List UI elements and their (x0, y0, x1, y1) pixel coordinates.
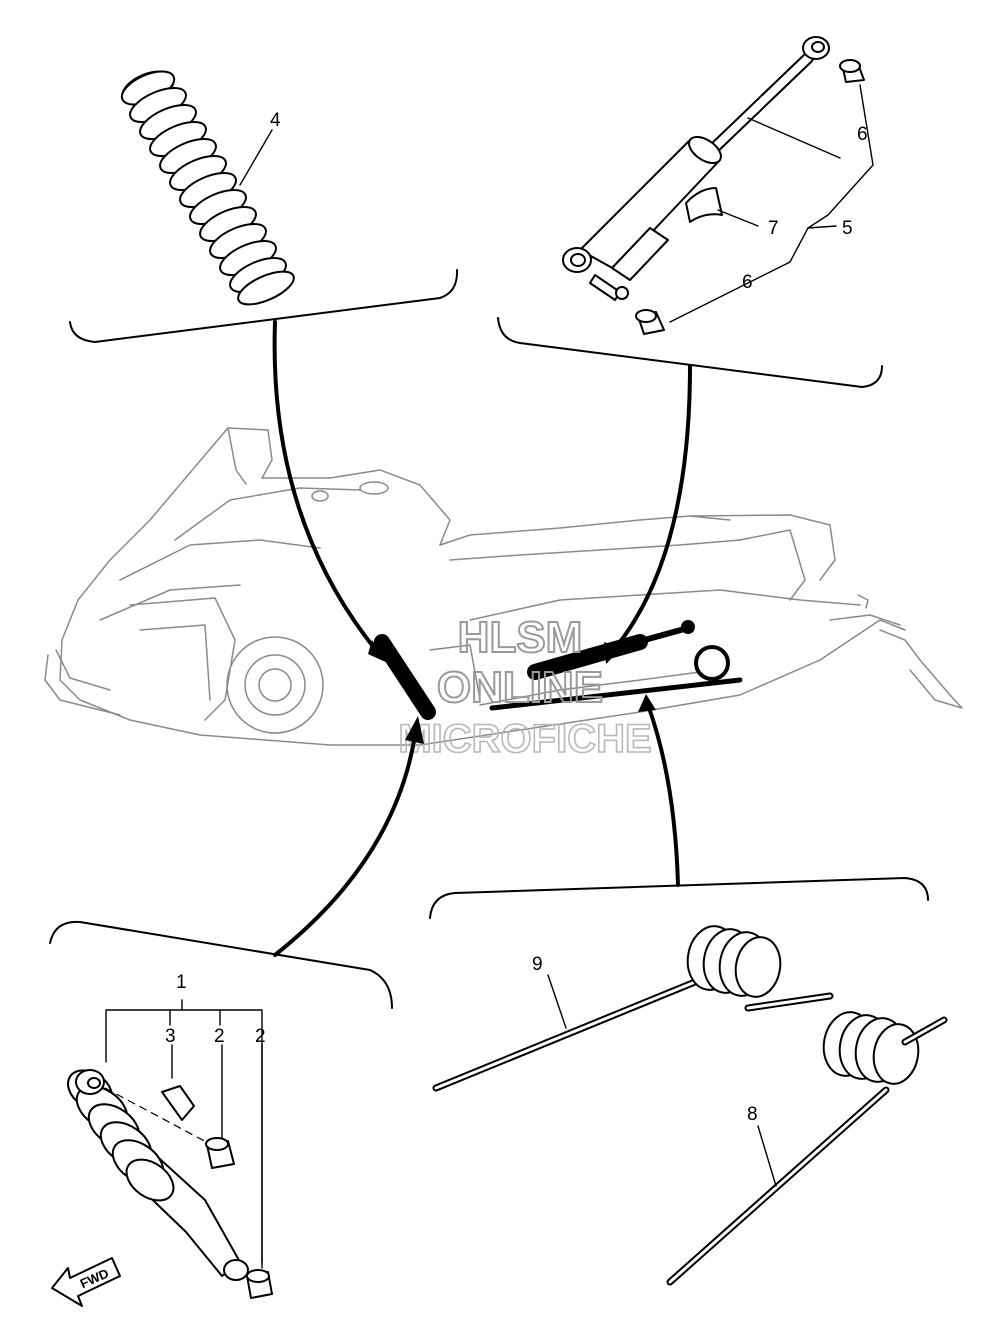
callout-5: 5 (842, 218, 853, 239)
callout-9: 9 (532, 954, 543, 975)
callout-bracket-top-right (497, 317, 883, 664)
callout-bracket-bottom-right (429, 694, 929, 919)
part-6-bushing-top (839, 59, 865, 83)
part-6-bushing-bottom (635, 309, 665, 335)
part-7-clip (685, 187, 723, 223)
callout-3: 3 (165, 1026, 176, 1047)
part-4-coil-spring: 4 (120, 70, 295, 306)
callout-bracket-top-left (69, 269, 459, 664)
callout-6-top: 6 (857, 124, 868, 145)
callout-2-right: 2 (255, 1026, 266, 1047)
watermark-line-3: MICROFICHE (398, 717, 651, 761)
part-2-bushing-top (205, 1137, 235, 1169)
part-2-bushing-bottom (246, 1269, 273, 1299)
callout-7: 7 (768, 218, 779, 239)
highlighted-rear-shock (527, 620, 695, 680)
callout-6-bottom: 6 (742, 272, 753, 293)
coil-spring-turns (120, 70, 295, 306)
highlighted-torsion-spring (489, 645, 743, 711)
callout-8: 8 (747, 1104, 758, 1125)
part-3-clip (161, 1085, 195, 1121)
highlighted-front-shock (374, 634, 436, 720)
watermark: HLSM ONLINE MICROFICHE (398, 612, 653, 762)
watermark-line-2: ONLINE (437, 663, 603, 712)
part-8-torsion-spring: 8 (666, 1011, 948, 1286)
part-5-rear-shock: 6 7 5 6 (562, 36, 874, 335)
callout-4: 4 (270, 110, 281, 131)
watermark-line-1: HLSM (458, 613, 583, 662)
part-1-front-shock: 1 3 2 2 (67, 972, 273, 1299)
callout-1: 1 (176, 972, 187, 993)
forward-direction-badge: FWD (51, 1257, 121, 1307)
callout-2-left: 2 (214, 1026, 225, 1047)
snowmobile-illustration (44, 427, 963, 746)
part-9-torsion-spring: 9 (432, 925, 834, 1092)
callout-bracket-bottom-left (49, 716, 424, 1009)
